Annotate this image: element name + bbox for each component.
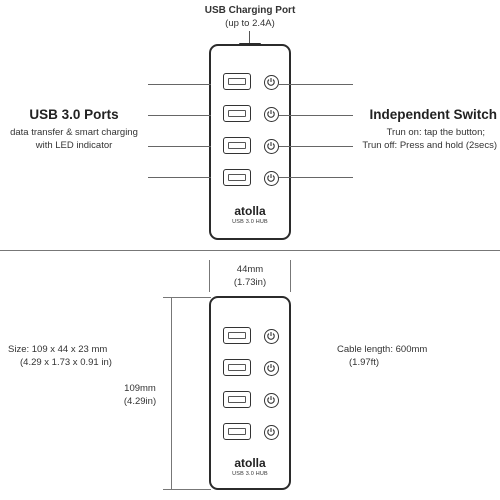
usb-port-icon — [223, 391, 251, 408]
hub-brand-logo: atolla — [234, 204, 266, 218]
power-icon — [264, 393, 279, 408]
usb-port-icon — [223, 137, 251, 154]
width-mm-label: 44mm — [236, 264, 264, 275]
power-icon — [264, 329, 279, 344]
hub-model-label: USB 3.0 HUB — [232, 219, 268, 225]
port-leader-line — [148, 146, 211, 147]
independent-switch-title: Independent Switch — [369, 107, 497, 122]
hub-top-view: atolla USB 3.0 HUB — [209, 43, 291, 240]
hub-brand-logo: atolla — [234, 456, 266, 470]
usb-port-icon — [223, 105, 251, 122]
power-icon — [264, 139, 279, 154]
width-in-label: (1.73in) — [233, 277, 267, 288]
hub-top-charging-port — [239, 43, 261, 46]
power-icon — [264, 425, 279, 440]
power-icon — [264, 107, 279, 122]
port-leader-line — [148, 84, 211, 85]
switch-desc-2: Trun off: Press and hold (2secs) — [362, 140, 497, 151]
power-icon — [264, 361, 279, 376]
width-extension-right — [290, 260, 291, 292]
cable-length-label: Cable length: 600mm — [337, 344, 428, 355]
height-mm-label: 109mm — [110, 383, 170, 394]
usb-port-icon — [223, 169, 251, 186]
section-divider — [0, 250, 500, 251]
switch-leader-line — [279, 146, 353, 147]
cable-length-ft-label: (1.97ft) — [349, 357, 380, 368]
height-extension-bottom — [163, 489, 211, 490]
switch-leader-line — [279, 177, 353, 178]
charging-port-title: USB Charging Port — [204, 5, 296, 16]
power-icon — [264, 171, 279, 186]
usb-ports-desc-1: data transfer & smart charging — [10, 127, 138, 138]
height-in-label: (4.29in) — [110, 396, 170, 407]
switch-desc-1: Trun on: tap the button; — [386, 127, 485, 138]
size-in-label: (4.29 x 1.73 x 0.91 in) — [20, 357, 112, 368]
hub-dimension-view: atolla USB 3.0 HUB — [209, 296, 291, 490]
usb-port-icon — [223, 359, 251, 376]
usb-ports-title: USB 3.0 Ports — [29, 107, 119, 122]
usb-ports-desc-2: with LED indicator — [35, 140, 113, 151]
power-icon — [264, 75, 279, 90]
width-extension-left — [209, 260, 210, 292]
hub-model-label: USB 3.0 HUB — [232, 471, 268, 477]
port-leader-line — [148, 177, 211, 178]
usb-port-icon — [223, 73, 251, 90]
charging-port-subtitle: (up to 2.4A) — [225, 18, 275, 29]
height-dimension-line — [171, 297, 172, 489]
size-label: Size: 109 x 44 x 23 mm — [8, 344, 108, 355]
charging-port-leader — [249, 31, 250, 45]
port-leader-line — [148, 115, 211, 116]
height-extension-top — [163, 297, 211, 298]
usb-port-icon — [223, 327, 251, 344]
usb-port-icon — [223, 423, 251, 440]
switch-leader-line — [279, 115, 353, 116]
switch-leader-line — [279, 84, 353, 85]
